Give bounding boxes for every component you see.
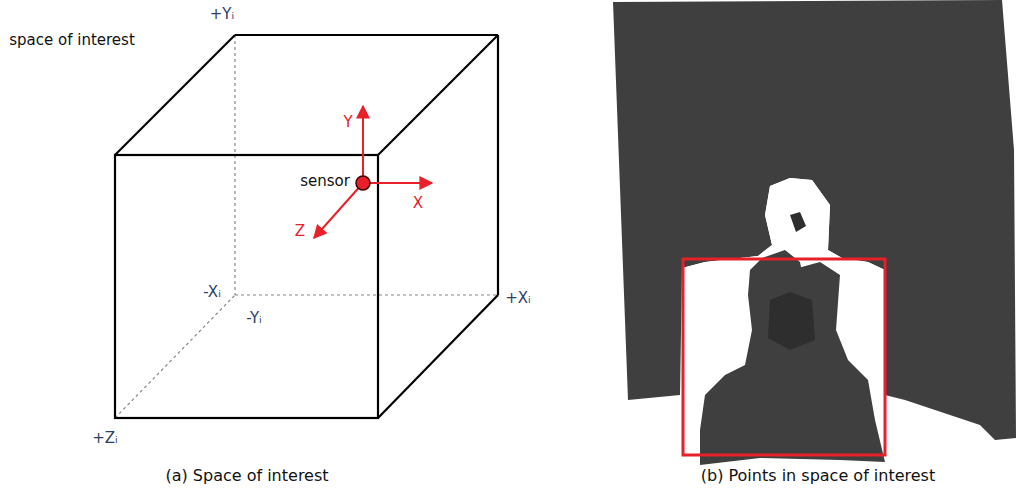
region-label: space of interest [9, 32, 135, 49]
highlight-box [683, 259, 885, 455]
axis-label: X [413, 195, 423, 212]
axis-label: -Xᵢ [203, 284, 221, 301]
axis-label: +Zᵢ [92, 430, 118, 447]
axis-label: Z [295, 223, 305, 240]
face-points [768, 212, 815, 350]
axis-label: -Yᵢ [246, 310, 261, 327]
axis-label: +Xᵢ [505, 290, 531, 307]
hidden-edge [115, 35, 498, 418]
figure-caption: (b) Points in space of interest [701, 467, 935, 485]
sensor-dot [356, 176, 370, 190]
figure-caption: (a) Space of interest [165, 467, 328, 485]
sensor-label: sensor [300, 173, 350, 190]
body-points [700, 250, 885, 465]
cube-edge [115, 35, 498, 418]
axis-label: +Yᵢ [210, 6, 234, 23]
axis-label: Y [343, 114, 352, 131]
